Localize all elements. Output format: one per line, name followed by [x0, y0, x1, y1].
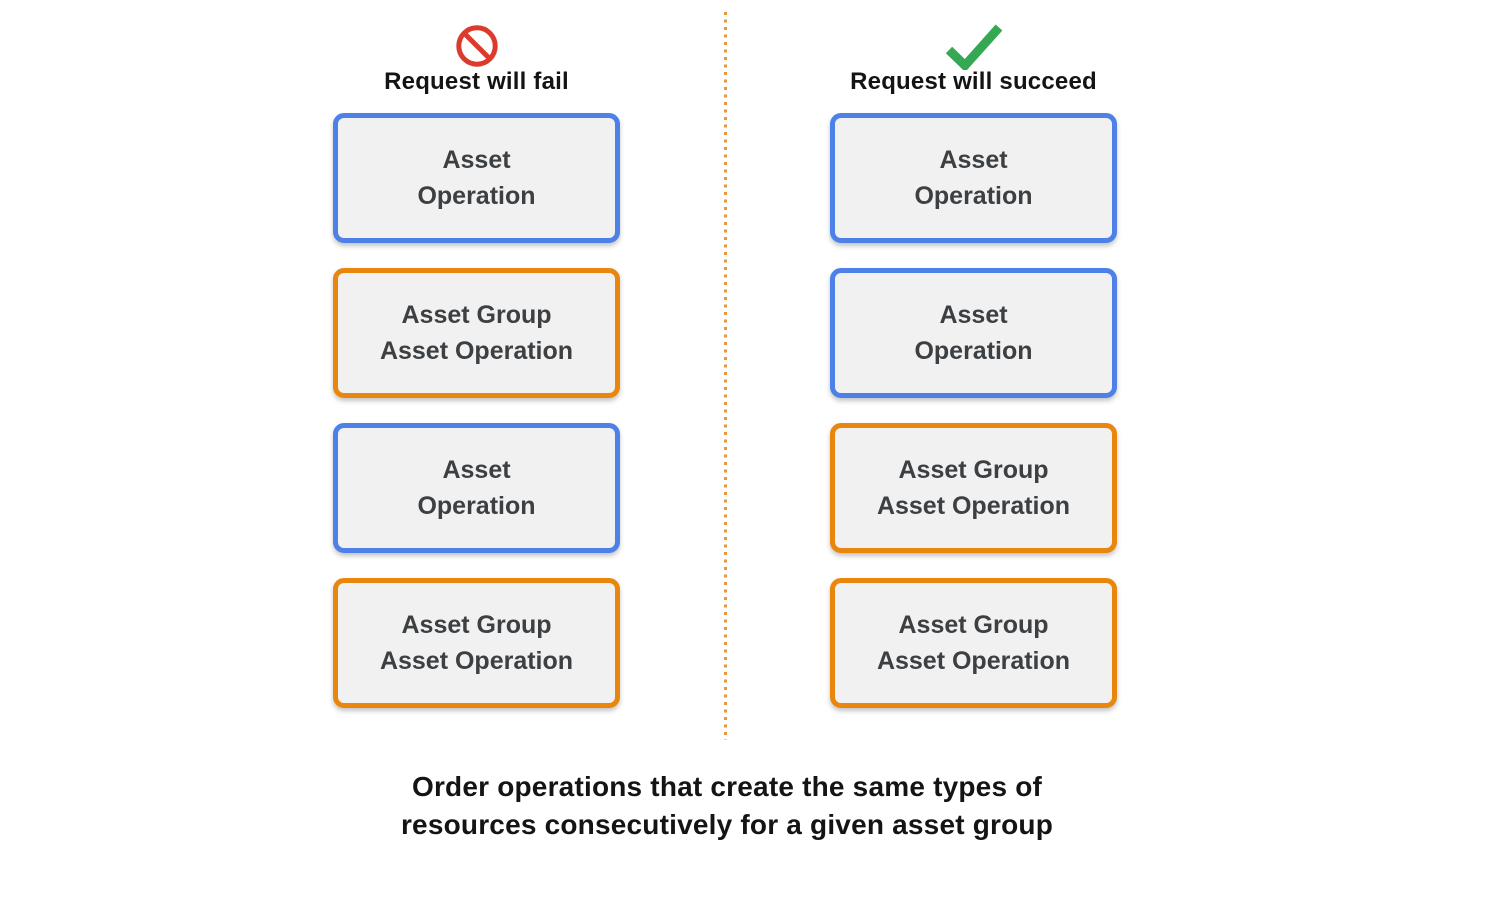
box-label-line: Asset Group	[898, 611, 1049, 639]
box-label-line: Asset Operation	[379, 337, 574, 365]
asset-operation-box: Asset Operation	[333, 113, 620, 243]
fail-column: Request will fail Asset Operation Asset …	[333, 0, 620, 745]
caption-line-1: Order operations that create the same ty…	[411, 771, 1043, 802]
box-label-line: Asset	[939, 301, 1008, 329]
caption-line-2: resources consecutively for a given asse…	[400, 809, 1054, 840]
box-label-line: Operation	[417, 492, 536, 520]
succeed-box-list: Asset Operation Asset Operation Asset Gr…	[830, 113, 1117, 708]
box-label-line: Asset Group	[401, 301, 552, 329]
asset-operation-box: Asset Operation	[830, 268, 1117, 398]
diagram-caption: Order operations that create the same ty…	[0, 768, 1454, 844]
asset-operation-box: Asset Operation	[830, 113, 1117, 243]
box-label-line: Asset Operation	[876, 492, 1071, 520]
asset-group-asset-operation-box: Asset Group Asset Operation	[830, 578, 1117, 708]
box-label-line: Operation	[417, 182, 536, 210]
dotted-divider	[724, 12, 727, 740]
box-label-line: Asset	[939, 146, 1008, 174]
box-label-line: Asset	[442, 456, 511, 484]
box-label-line: Asset Group	[898, 456, 1049, 484]
box-label-line: Asset	[442, 146, 511, 174]
asset-group-asset-operation-box: Asset Group Asset Operation	[333, 578, 620, 708]
asset-group-asset-operation-box: Asset Group Asset Operation	[830, 423, 1117, 553]
asset-operation-box: Asset Operation	[333, 423, 620, 553]
succeed-column-title: Request will succeed	[850, 68, 1097, 95]
checkmark-icon	[830, 20, 1117, 72]
box-label-line: Asset Group	[401, 611, 552, 639]
asset-group-asset-operation-box: Asset Group Asset Operation	[333, 268, 620, 398]
box-label-line: Asset Operation	[379, 647, 574, 675]
prohibition-icon	[333, 20, 620, 72]
box-label-line: Asset Operation	[876, 647, 1071, 675]
fail-column-title: Request will fail	[384, 68, 569, 95]
box-label-line: Operation	[914, 337, 1033, 365]
fail-box-list: Asset Operation Asset Group Asset Operat…	[333, 113, 620, 708]
box-label-line: Operation	[914, 182, 1033, 210]
succeed-column: Request will succeed Asset Operation Ass…	[830, 0, 1117, 745]
